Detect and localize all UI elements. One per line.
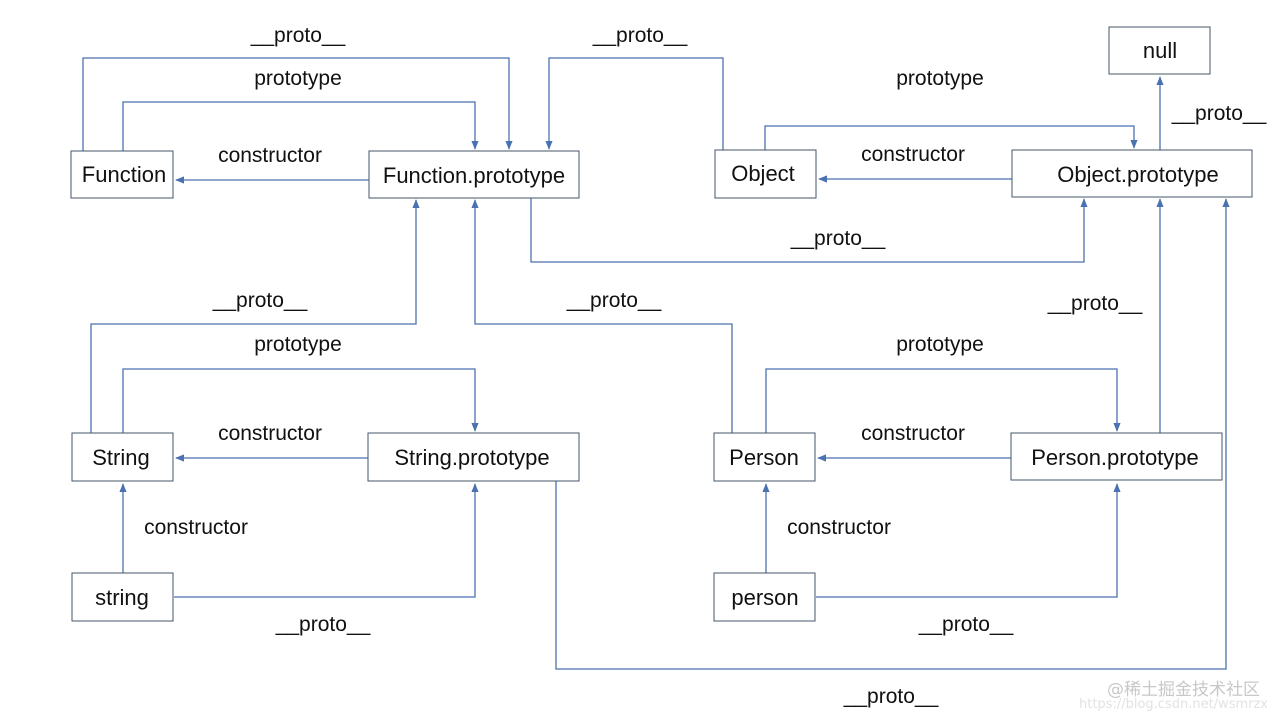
edge-person-instance-proto: [816, 483, 1121, 598]
watermark-text: @稀土掘金技术社区: [1107, 680, 1260, 700]
node-string: String: [71, 432, 174, 482]
label-object-constructor: constructor: [861, 143, 965, 166]
node-string-instance: string: [71, 572, 174, 622]
edges: [82, 57, 1230, 670]
label-person-constructor: constructor: [861, 422, 965, 445]
node-person-instance: person: [713, 572, 816, 622]
edge-function-prototype: [122, 101, 479, 151]
node-function-label: Function: [82, 162, 166, 187]
label-string-constructor: constructor: [218, 422, 322, 445]
edge-string-instance-proto: [174, 483, 479, 598]
node-string-prototype: String.prototype: [367, 432, 580, 482]
label-object-prototype-proto: __proto__: [1171, 102, 1267, 125]
label-person-prototype: prototype: [896, 333, 984, 356]
edge-string-prototype: [122, 368, 479, 433]
node-object: Object: [714, 149, 817, 199]
watermark: https://blog.csdn.net/wsmrzx @稀土掘金技术社区: [1079, 680, 1268, 712]
edge-labels: __proto__ prototype constructor __proto_…: [144, 24, 1267, 708]
label-string-prototype: prototype: [254, 333, 342, 356]
label-string-proto: __proto__: [212, 289, 308, 312]
edge-string-prototype-proto: [555, 198, 1230, 670]
node-function-prototype: Function.prototype: [368, 150, 580, 199]
label-person-proto: __proto__: [566, 289, 662, 312]
edge-person-prototype: [765, 368, 1121, 433]
label-object-prototype: prototype: [896, 67, 984, 90]
node-null: null: [1108, 26, 1211, 75]
label-function-proto: __proto__: [250, 24, 346, 47]
node-object-label: Object: [731, 161, 795, 186]
label-string-instance-constructor: constructor: [144, 516, 248, 539]
label-object-proto: __proto__: [592, 24, 688, 47]
node-string-label: String: [92, 445, 149, 470]
label-function-prototype: prototype: [254, 67, 342, 90]
edge-string-proto: [90, 199, 420, 433]
node-person: Person: [713, 432, 816, 482]
label-function-constructor: constructor: [218, 144, 322, 167]
watermark-url: https://blog.csdn.net/wsmrzx: [1079, 697, 1268, 712]
edge-function-proto: [82, 57, 513, 151]
node-string-instance-label: string: [95, 585, 149, 610]
label-string-prototype-proto: __proto__: [843, 685, 939, 708]
node-null-label: null: [1143, 38, 1177, 63]
label-function-prototype-proto: __proto__: [790, 227, 886, 250]
node-function: Function: [70, 150, 174, 199]
node-person-prototype: Person.prototype: [1010, 432, 1223, 481]
label-string-instance-proto: __proto__: [275, 613, 371, 636]
node-object-prototype-label: Object.prototype: [1057, 162, 1218, 187]
node-person-prototype-label: Person.prototype: [1031, 445, 1199, 470]
edge-person-proto: [471, 199, 733, 433]
label-person-prototype-proto: __proto__: [1047, 292, 1143, 315]
label-person-instance-proto: __proto__: [918, 613, 1014, 636]
node-person-label: Person: [729, 445, 799, 470]
node-person-instance-label: person: [731, 585, 798, 610]
label-person-instance-constructor: constructor: [787, 516, 891, 539]
edge-function-prototype-proto: [530, 198, 1088, 263]
edge-object-proto: [545, 57, 724, 150]
node-object-prototype: Object.prototype: [1011, 149, 1253, 198]
node-function-prototype-label: Function.prototype: [383, 163, 565, 188]
nodes: Function Function.prototype Object Objec…: [70, 26, 1253, 622]
edge-object-prototype: [764, 125, 1138, 150]
node-string-prototype-label: String.prototype: [394, 445, 549, 470]
